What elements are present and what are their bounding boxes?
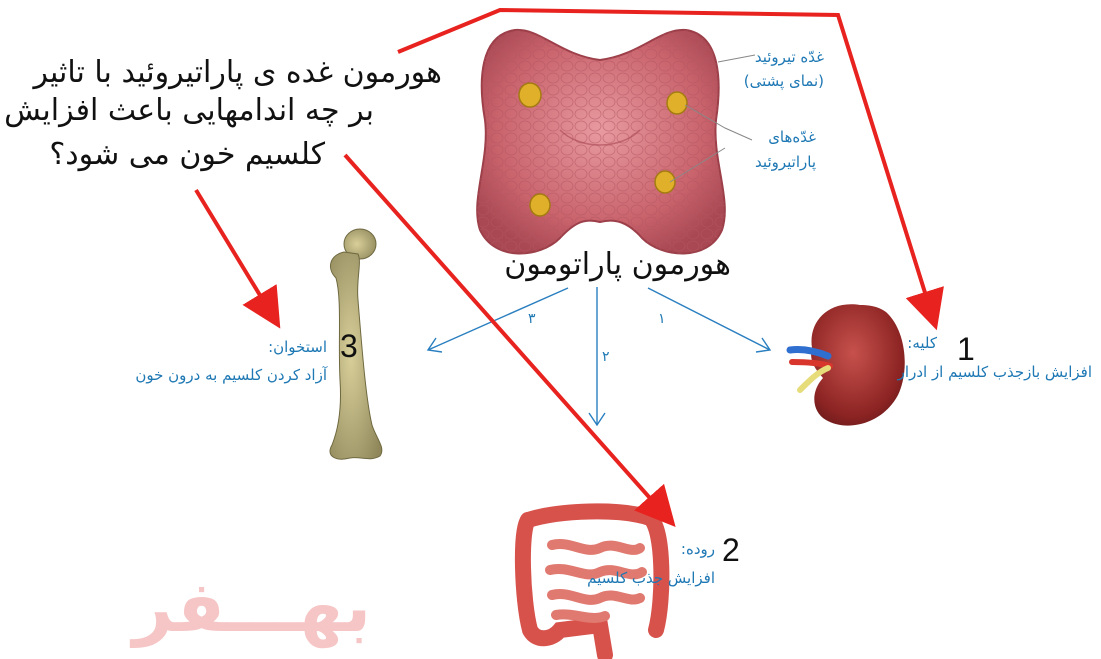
branch-number-1: ۱: [658, 312, 666, 326]
branch-arrowhead-kidney: [756, 338, 770, 352]
kidney-illustration: [790, 304, 905, 425]
parathyroid-label-line-1: غدّه‌های: [768, 130, 816, 145]
hormone-label: هورمون پاراتومون: [504, 250, 731, 280]
question-line-3: کلسیم خون می شود؟: [49, 140, 325, 170]
intestine-number: 2: [722, 534, 740, 566]
branch-arrow-bone: [428, 288, 568, 350]
kidney-number: 1: [957, 333, 975, 365]
intestine-title: روده:: [681, 542, 715, 557]
thyroid-label: غدّه تیروئید: [755, 50, 824, 65]
bone-effect: آزاد کردن کلسیم به درون خون: [135, 368, 327, 383]
question-line-1: هورمون غده ی پاراتیروئید با تاثیر: [33, 58, 442, 88]
thyroid-view-label: (نمای پشتی): [744, 74, 824, 89]
bone-number: 3: [340, 330, 358, 362]
question-line-2: بر چه اندامهایی باعث افزایش: [4, 96, 374, 126]
kidney-effect: افزایش بازجذب کلسیم از ادرار: [898, 365, 1092, 380]
intestine-effect: افزایش جذب کلسیم: [587, 571, 715, 586]
bone-title: استخوان:: [268, 340, 327, 355]
kidney-title: کلیه:: [907, 336, 937, 351]
thyroid-gland-illustration: [477, 30, 755, 254]
branch-number-3: ۳: [528, 312, 536, 326]
branch-number-2: ۲: [602, 350, 610, 364]
branch-arrow-kidney: [648, 288, 770, 350]
parathyroid-label-line-2: پاراتیروئید: [755, 155, 816, 170]
watermark-logo: بهـــفر: [133, 572, 371, 642]
red-arrow-to-bone: [196, 190, 272, 315]
